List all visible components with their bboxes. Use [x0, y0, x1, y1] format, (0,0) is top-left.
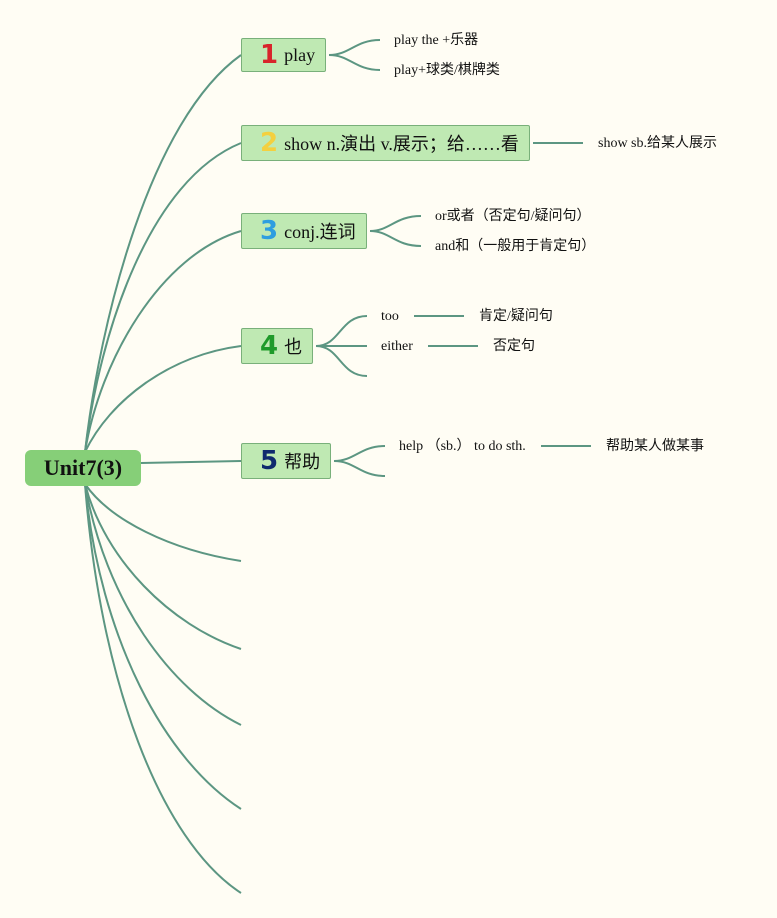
branch-5-label: 帮助 — [284, 452, 321, 472]
number-5-icon: 5 — [260, 446, 279, 476]
branch-3-leaf-2[interactable]: and和（一般用于肯定句） — [435, 239, 596, 254]
branch-4-leaf-too-usage[interactable]: 肯定/疑问句 — [479, 309, 553, 324]
branch-4-leaf-either-usage[interactable]: 否定句 — [493, 339, 535, 354]
branch-5-leaf-2[interactable]: 帮助某人做某事 — [606, 439, 704, 454]
number-4-icon: 4 — [260, 331, 279, 361]
branch-4-leaf-too[interactable]: too — [381, 309, 399, 324]
number-2-icon: 2 — [260, 128, 279, 158]
branch-1-leaf-2[interactable]: play+球类/棋牌类 — [394, 63, 500, 78]
branch-1[interactable]: 1 play — [241, 38, 327, 72]
branch-3-leaf-1[interactable]: or或者（否定句/疑问句） — [435, 209, 591, 224]
root-node[interactable]: Unit7(3) — [25, 450, 141, 486]
branch-1-leaf-1[interactable]: play the +乐器 — [394, 33, 479, 48]
branch-5[interactable]: 5 帮助 — [241, 443, 332, 479]
branch-5-leaf-1[interactable]: help （sb.） to do sth. — [399, 439, 526, 454]
branch-4-label: 也 — [284, 337, 303, 357]
branch-2[interactable]: 2 show n.演出 v.展示；给……看 — [241, 125, 530, 161]
root-label: Unit7(3) — [43, 455, 123, 480]
number-1-icon: 1 — [260, 40, 279, 70]
branch-1-label: play — [284, 44, 316, 65]
branch-3[interactable]: 3 conj.连词 — [241, 213, 367, 249]
branch-2-label: show n.演出 v.展示；给……看 — [284, 134, 519, 154]
branch-2-leaf-1[interactable]: show sb.给某人展示 — [598, 136, 718, 151]
branch-4[interactable]: 4 也 — [241, 328, 314, 364]
branch-3-label: conj.连词 — [284, 222, 356, 242]
branch-4-leaf-either[interactable]: either — [381, 339, 413, 354]
number-3-icon: 3 — [260, 216, 279, 246]
